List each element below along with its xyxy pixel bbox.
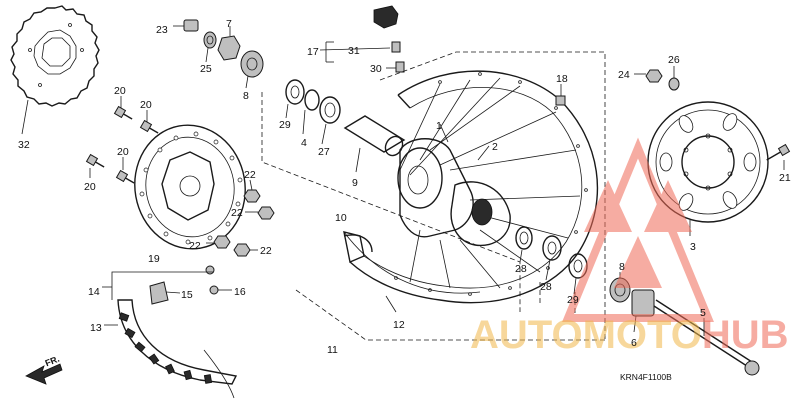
watermark-brand-right: HUB	[701, 313, 789, 357]
bolts-20	[85, 96, 159, 184]
callout-c23: 23	[156, 24, 168, 36]
sprocket-fasteners	[555, 66, 791, 170]
callout-c8b: 8	[619, 261, 625, 273]
callout-c11: 11	[327, 344, 338, 356]
callout-c28b: 28	[540, 281, 552, 293]
callout-c26: 26	[668, 54, 680, 66]
callout-c31: 31	[348, 45, 360, 57]
callout-c22a: 22	[244, 169, 256, 181]
rear-wheel-rim	[343, 70, 599, 313]
callout-c20a: 20	[114, 85, 126, 97]
brake-disc-19	[134, 124, 246, 250]
watermark-logo	[562, 137, 714, 322]
diagram-code: KRN4F1100B	[620, 372, 672, 382]
callout-c12: 12	[393, 319, 405, 331]
callout-c7: 7	[226, 18, 232, 30]
watermark-brand: AUTOMOTOHUB	[470, 313, 789, 358]
callout-c21: 21	[779, 172, 791, 184]
callout-c9: 9	[352, 177, 358, 189]
callout-c16: 16	[234, 286, 246, 298]
callout-c10: 10	[335, 212, 347, 224]
callout-c20c: 20	[117, 146, 129, 158]
callout-c8a: 8	[243, 90, 249, 102]
hub-internals-left	[285, 79, 406, 173]
callout-c27: 27	[318, 146, 330, 158]
callout-c32: 32	[18, 139, 30, 151]
callout-c20d: 20	[84, 181, 96, 193]
callout-c3: 3	[690, 241, 696, 253]
callout-c22b: 22	[231, 207, 243, 219]
callout-c19: 19	[148, 253, 160, 265]
callout-c29a: 29	[279, 119, 291, 131]
callout-c15: 15	[181, 289, 193, 301]
callout-c1: 1	[436, 120, 442, 132]
front-direction-arrow	[25, 363, 63, 385]
hub-internals-right	[515, 226, 588, 295]
callout-c24: 24	[618, 69, 630, 81]
callout-c18: 18	[556, 73, 568, 85]
watermark-brand-left: AUTOMOTO	[470, 313, 702, 357]
rim-lower	[343, 234, 373, 253]
callout-c13: 13	[90, 322, 102, 334]
callout-c30: 30	[370, 63, 382, 75]
callout-c17: 17	[307, 46, 319, 58]
callout-c14: 14	[88, 286, 100, 298]
rear-brake-disc-32	[10, 5, 100, 135]
nuts-22	[206, 179, 275, 257]
callout-c22c: 22	[189, 240, 201, 252]
callout-c6: 6	[631, 337, 637, 349]
valve-group	[319, 5, 405, 73]
callout-c5: 5	[700, 307, 706, 319]
chain-guide-13	[102, 265, 238, 399]
driven-sprocket-3	[647, 101, 769, 236]
callout-c4: 4	[301, 137, 307, 149]
callout-c25: 25	[200, 63, 212, 75]
callout-c28a: 28	[515, 263, 527, 275]
callout-c29b: 29	[567, 294, 579, 306]
callout-c2: 2	[492, 141, 498, 153]
callout-c22d: 22	[260, 245, 272, 257]
callout-c20b: 20	[140, 99, 152, 111]
collar-stack-top	[173, 19, 264, 89]
